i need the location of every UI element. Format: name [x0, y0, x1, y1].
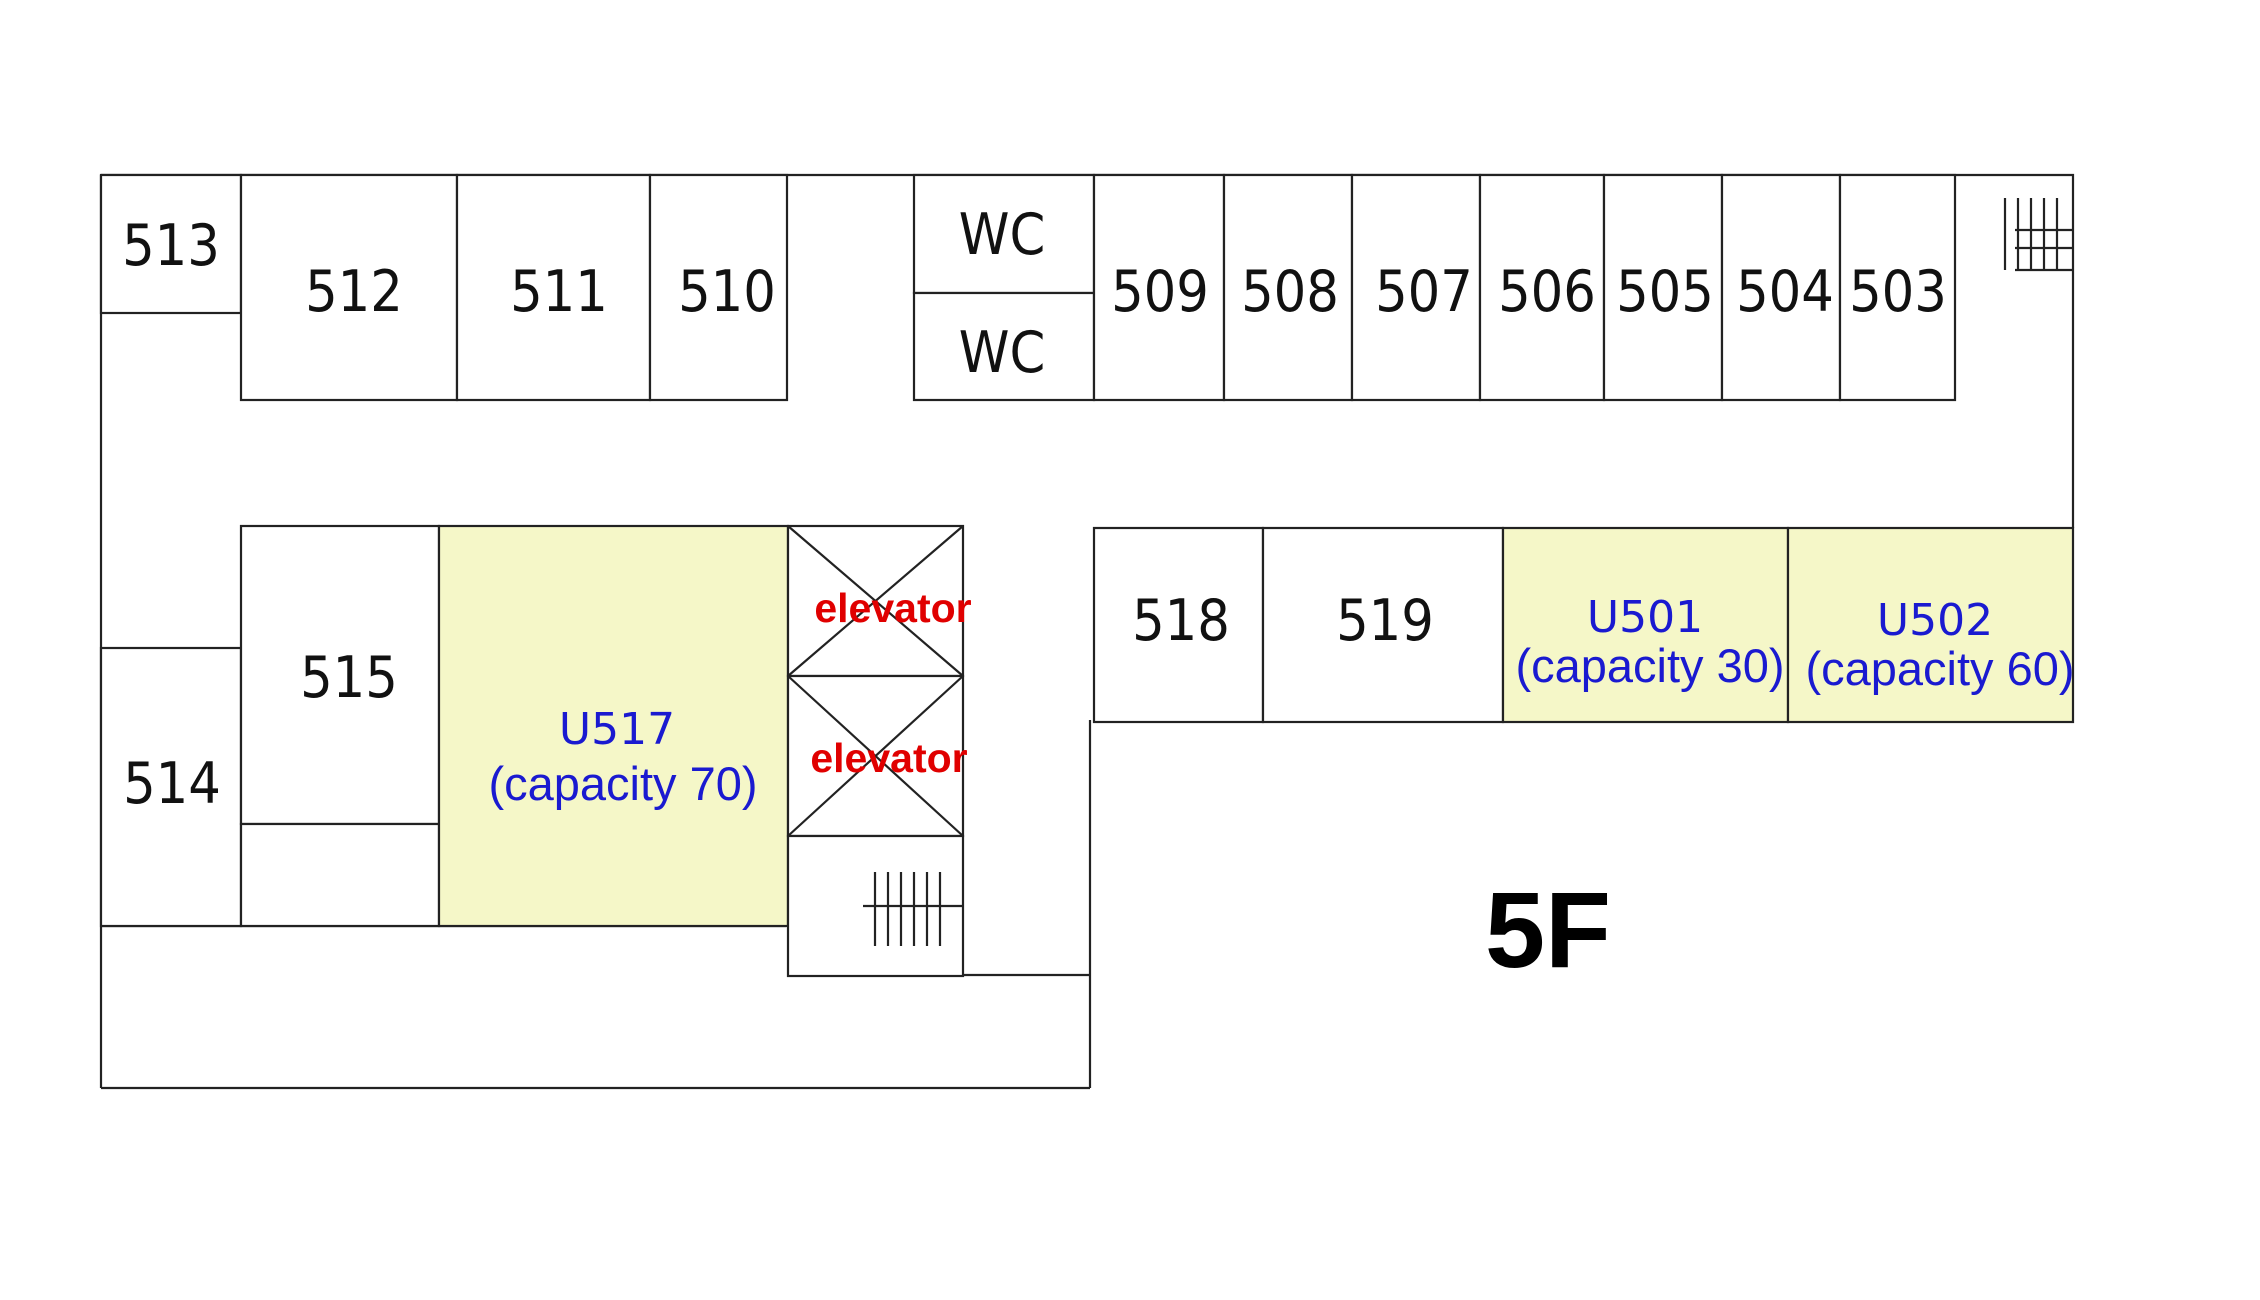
floor-label: 5F — [1485, 869, 1611, 990]
right-block — [1092, 526, 2075, 724]
label-508: 508 — [1241, 259, 1339, 325]
label-512: 512 — [305, 259, 403, 325]
label-506: 506 — [1498, 259, 1596, 325]
room-515[interactable] — [239, 524, 441, 826]
label-elevator-lower: elevator — [810, 735, 967, 781]
room-514[interactable] — [99, 646, 243, 928]
label-wc-top: WC — [959, 202, 1046, 268]
elevator-shaft — [786, 524, 965, 978]
label-509: 509 — [1111, 259, 1209, 325]
room-519[interactable] — [1261, 526, 1505, 724]
top-room-row — [99, 173, 1957, 402]
room-504[interactable] — [1720, 173, 1842, 402]
room-507[interactable] — [1350, 173, 1482, 402]
label-514: 514 — [123, 751, 221, 817]
label-503: 503 — [1849, 259, 1947, 325]
label-u517-name: U517 — [559, 704, 675, 755]
wc-top[interactable] — [912, 173, 1096, 295]
label-elevator-upper: elevator — [814, 585, 971, 631]
room-515-annex — [239, 822, 441, 928]
label-518: 518 — [1132, 588, 1230, 654]
label-507: 507 — [1375, 259, 1473, 325]
classroom-u502[interactable] — [1786, 526, 2075, 724]
label-u517-capacity: (capacity 70) — [488, 757, 757, 810]
room-510[interactable] — [648, 173, 789, 402]
label-u501-name: U501 — [1587, 592, 1703, 643]
label-513: 513 — [122, 213, 220, 279]
label-510: 510 — [678, 259, 776, 325]
label-u502-capacity: (capacity 60) — [1805, 642, 2074, 695]
label-u501-capacity: (capacity 30) — [1515, 639, 1784, 692]
room-505[interactable] — [1602, 173, 1724, 402]
classroom-u501[interactable] — [1501, 526, 1790, 724]
room-513[interactable] — [99, 173, 243, 315]
staircase-center-steps — [863, 872, 963, 946]
left-block — [99, 524, 790, 928]
room-503[interactable] — [1838, 173, 1957, 402]
label-515: 515 — [300, 645, 398, 711]
label-wc-bottom: WC — [959, 320, 1046, 386]
label-504: 504 — [1736, 259, 1834, 325]
label-519: 519 — [1336, 588, 1434, 654]
staircase-top-right — [2003, 198, 2073, 272]
room-512[interactable] — [239, 173, 459, 402]
label-505: 505 — [1616, 259, 1714, 325]
room-511[interactable] — [455, 173, 652, 402]
wc-bottom[interactable] — [912, 291, 1096, 402]
label-u502-name: U502 — [1877, 595, 1993, 646]
label-511: 511 — [510, 259, 608, 325]
